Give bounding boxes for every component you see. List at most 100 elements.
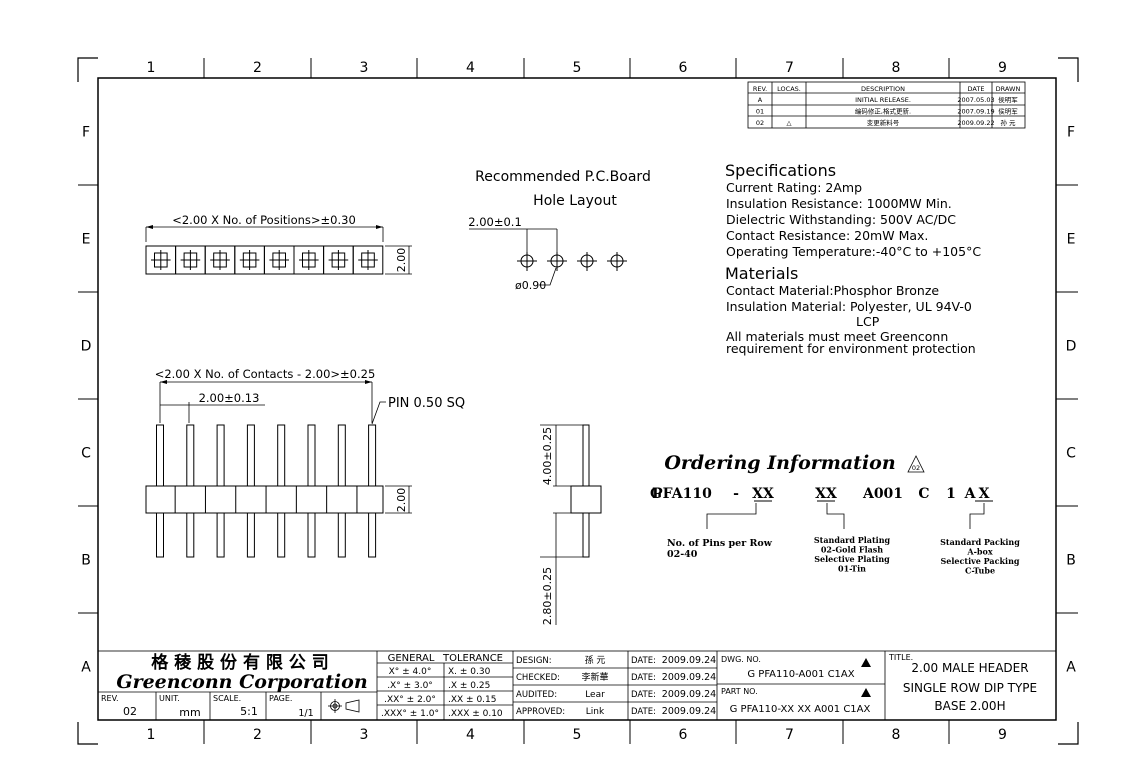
title-line-1: 2.00 MALE HEADER (911, 661, 1028, 675)
column-label-bottom: 5 (573, 727, 582, 743)
plating-note: 01-Tin (838, 564, 866, 574)
column-label-bottom: 9 (998, 727, 1007, 743)
pins-per-row-note: No. of Pins per Row (667, 538, 773, 549)
hole-pitch-dim: 2.00±0.1 (468, 215, 522, 229)
column-label-top: 1 (147, 60, 156, 76)
revision-cell-desc: 编码修正,格式更新. (855, 107, 911, 116)
rev-label: REV. (101, 694, 119, 703)
part-code-segment: - (733, 486, 739, 502)
front-view: <2.00 X No. of Contacts - 2.00>±0.25 2.0… (145, 367, 465, 558)
row-label-left: B (81, 553, 91, 569)
ordering-title: Ordering Information (664, 452, 895, 474)
specification-line: Dielectric Withstanding: 500V AC/DC (726, 212, 956, 227)
specification-line: Current Rating: 2Amp (726, 180, 862, 195)
materials-heading: Materials (725, 264, 798, 283)
signoff-date-label: DATE: (631, 673, 656, 683)
front-view-pin-upper (337, 424, 346, 487)
signoff-date: 2009.09.24 (662, 672, 716, 683)
signoff-date-label: DATE: (631, 690, 656, 700)
column-label-top: 8 (892, 60, 901, 76)
signoff-role: AUDITED: (516, 690, 557, 700)
side-view-upper-dim: 4.00±0.25 (541, 427, 554, 485)
revision-table (747, 81, 1026, 129)
front-view-pin-lower (277, 512, 286, 558)
specifications: Specifications Current Rating: 2AmpInsul… (725, 161, 981, 356)
specification-line: Insulation Resistance: 1000MW Min. (726, 196, 952, 211)
tolerance-angle: .XX° ± 2.0° (384, 695, 436, 705)
signoff-name: 李新華 (581, 671, 608, 683)
dwg-no-value: G PFA110-A001 C1AX (747, 669, 854, 680)
dwg-rev-mark-icon (861, 658, 871, 667)
front-view-pin-upper (246, 424, 255, 487)
title-line-3: BASE 2.00H (934, 699, 1005, 713)
material-line: Contact Material:Phosphor Bronze (726, 283, 939, 298)
grid-ticks (78, 58, 1078, 744)
row-label-right: F (1067, 125, 1075, 141)
sheet-corner-marks (77, 57, 1079, 745)
tolerance-header-tolerance: TOLERANCE (442, 653, 503, 664)
revision-header: DATE (968, 85, 985, 93)
signoff-date: 2009.09.24 (662, 655, 716, 666)
signoff-date-label: DATE: (631, 656, 656, 666)
packing-note: A-box (966, 547, 992, 557)
title-block: 格 稜 股 份 有 限 公 司 Greenconn Corporation RE… (101, 652, 1037, 719)
column-label-bottom: 8 (892, 727, 901, 743)
row-label-right: C (1066, 446, 1076, 462)
revision-cell-rev: 01 (756, 108, 764, 116)
tolerance-linear: .XX ± 0.15 (448, 695, 497, 705)
ordering-rev-mark: 02 (912, 464, 920, 472)
tolerance-angle: .XXX° ± 1.0° (381, 709, 439, 719)
top-view-dimension: <2.00 X No. of Positions>±0.30 (172, 213, 356, 227)
rev-value: 02 (123, 705, 137, 718)
signoff-role: APPROVED: (516, 707, 565, 717)
packing-note: C-Tube (965, 566, 995, 576)
revision-header: DRAWN (996, 85, 1021, 93)
specifications-heading: Specifications (725, 161, 836, 180)
revision-cell-drawn: 侯明军 (998, 107, 1018, 116)
signoff-date-label: DATE: (631, 707, 656, 717)
tolerance-linear: .X ± 0.25 (448, 681, 490, 691)
title-line-2: SINGLE ROW DIP TYPE (903, 681, 1037, 695)
signoff-name: Link (586, 707, 605, 717)
part-code-segment: PFA110 (652, 486, 712, 502)
tolerance-angle: X° ± 4.0° (389, 667, 432, 677)
column-label-bottom: 4 (466, 727, 475, 743)
projection-symbol-icon (328, 699, 360, 713)
column-label-bottom: 2 (253, 727, 262, 743)
row-label-left: C (81, 446, 91, 462)
top-view: <2.00 X No. of Positions>±0.30 2.00 (145, 213, 412, 275)
dwg-no-label: DWG. NO. (721, 655, 761, 664)
revision-cell-desc: 变更新料号 (867, 118, 900, 127)
part-rev-mark-icon (861, 688, 871, 697)
column-label-top: 3 (360, 60, 369, 76)
tolerance-header-general: GENERAL (388, 653, 435, 664)
column-label-top: 9 (998, 60, 1007, 76)
hole-layout: Recommended P.C.Board Hole Layout 2.00±0… (468, 169, 651, 292)
front-view-height-dim: 2.00 (395, 488, 408, 513)
row-label-left: A (81, 660, 91, 676)
revision-cell-drawn: 孙 元 (1000, 118, 1016, 127)
signoff-date: 2009.09.24 (662, 706, 716, 717)
revision-cell-locas: △ (787, 119, 792, 127)
row-label-right: B (1066, 553, 1076, 569)
front-view-pin-lower (216, 512, 225, 558)
revision-cell-date: 2009.09.22 (957, 119, 994, 127)
title-block-lines (97, 650, 1057, 721)
row-label-left: D (81, 339, 92, 355)
part-code-segment: XX (815, 486, 837, 502)
part-code-segment: G (650, 486, 662, 502)
row-label-right: A (1066, 660, 1076, 676)
row-label-right: D (1066, 339, 1077, 355)
revision-cell-date: 2007.05.03 (957, 96, 994, 104)
company-name-en: Greenconn Corporation (116, 671, 367, 693)
front-view-pin-lower (246, 512, 255, 558)
plating-note: 02-Gold Flash (821, 545, 883, 555)
material-line: Insulation Material: Polyester, UL 94V-0 (726, 299, 972, 314)
front-view-overall-dim: <2.00 X No. of Contacts - 2.00>±0.25 (155, 367, 376, 381)
hole-layout-title: Recommended P.C.Board (475, 169, 651, 185)
specification-line: Contact Resistance: 20mW Max. (726, 228, 928, 243)
row-label-left: F (82, 125, 90, 141)
front-view-pin-upper (368, 424, 377, 487)
tolerance-linear: X. ± 0.30 (448, 667, 491, 677)
